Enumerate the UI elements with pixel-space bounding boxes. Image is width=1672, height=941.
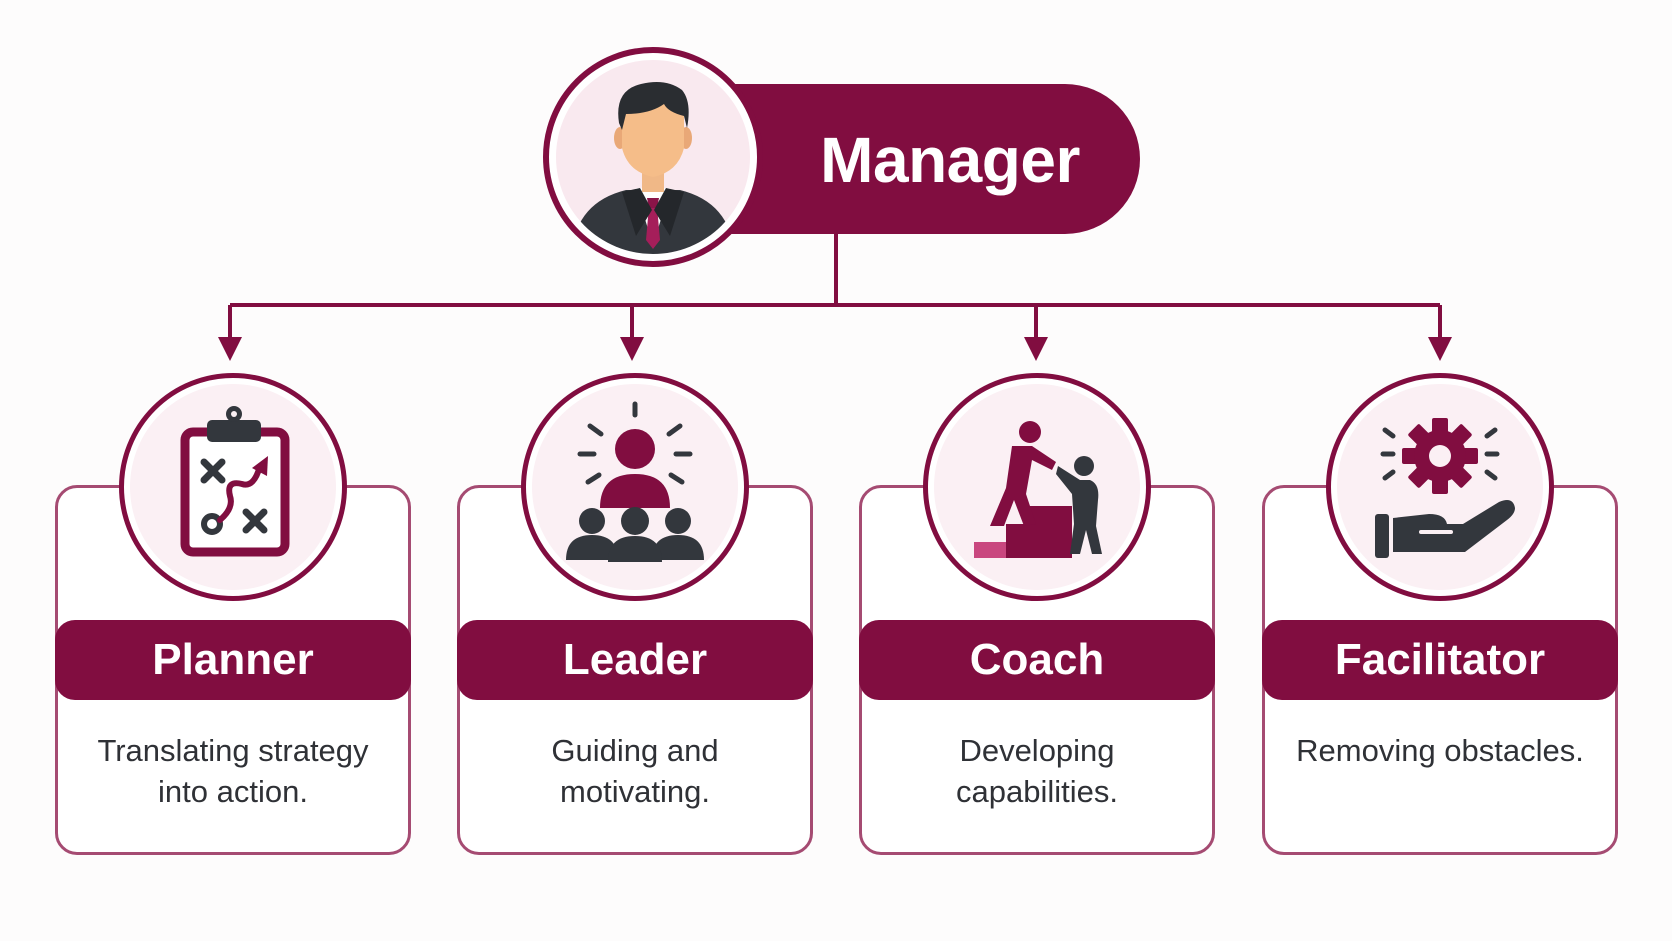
arrowhead [218, 337, 242, 361]
role-description: Removing obstacles. [1296, 733, 1584, 768]
role-title: Planner [152, 635, 314, 684]
role-title-bar: Leader [457, 620, 813, 700]
manager-title: Manager [820, 124, 1080, 196]
hand-gear-icon [1375, 418, 1515, 558]
clipboard-strategy-icon [180, 406, 290, 557]
role-card-coach: Coach Developing capabilities. [859, 485, 1215, 855]
role-icon-circle [1326, 373, 1554, 601]
team-leader-icon [566, 401, 704, 562]
arrowhead [620, 337, 644, 361]
role-icon-circle [923, 373, 1151, 601]
role-title-bar: Planner [55, 620, 411, 700]
role-description: Developing capabilities. [956, 733, 1118, 809]
role-title: Leader [562, 635, 708, 684]
role-description: Guiding and motivating. [551, 733, 719, 809]
role-title-bar: Facilitator [1262, 620, 1618, 700]
arrowhead [1428, 337, 1452, 361]
role-title: Facilitator [1334, 635, 1546, 684]
manager-banner [700, 84, 1140, 234]
helping-climb-steps-icon [974, 421, 1102, 558]
role-description: Translating strategy into action. [97, 733, 369, 809]
manager-avatar [543, 47, 763, 267]
role-card-planner: Planner Translating strategy into action… [55, 485, 411, 855]
role-icon-circle [521, 373, 749, 601]
businessman-avatar-icon [571, 82, 735, 254]
role-icon-circle [119, 373, 347, 601]
role-title: Coach [969, 635, 1105, 684]
role-title-bar: Coach [859, 620, 1215, 700]
arrowhead [1024, 337, 1048, 361]
